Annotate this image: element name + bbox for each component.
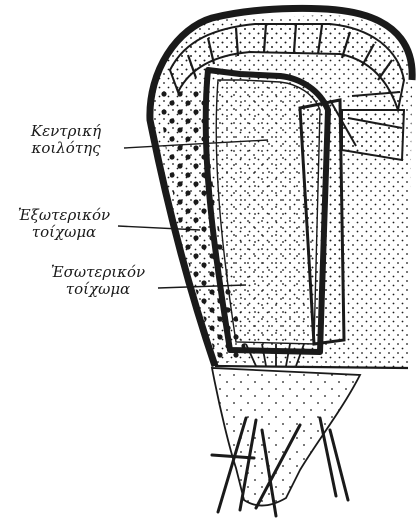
cutaway-section <box>342 110 404 160</box>
label-central-cavity-line2: κοιλότης <box>10 140 122 157</box>
label-central-cavity-line1: Κεντρική <box>10 123 122 140</box>
stalk <box>212 368 360 506</box>
label-inner-wall: Ἐσωτερικόν τοίχωμα <box>42 264 154 298</box>
label-inner-wall-line2: τοίχωμα <box>42 281 154 298</box>
label-central-cavity: Κεντρική κοιλότης <box>10 123 122 157</box>
label-outer-wall-line1: Ἐξωτερικόν <box>4 207 124 224</box>
label-outer-wall-line2: τοίχωμα <box>4 224 124 241</box>
label-inner-wall-line1: Ἐσωτερικόν <box>42 264 154 281</box>
label-outer-wall: Ἐξωτερικόν τοίχωμα <box>4 207 124 241</box>
